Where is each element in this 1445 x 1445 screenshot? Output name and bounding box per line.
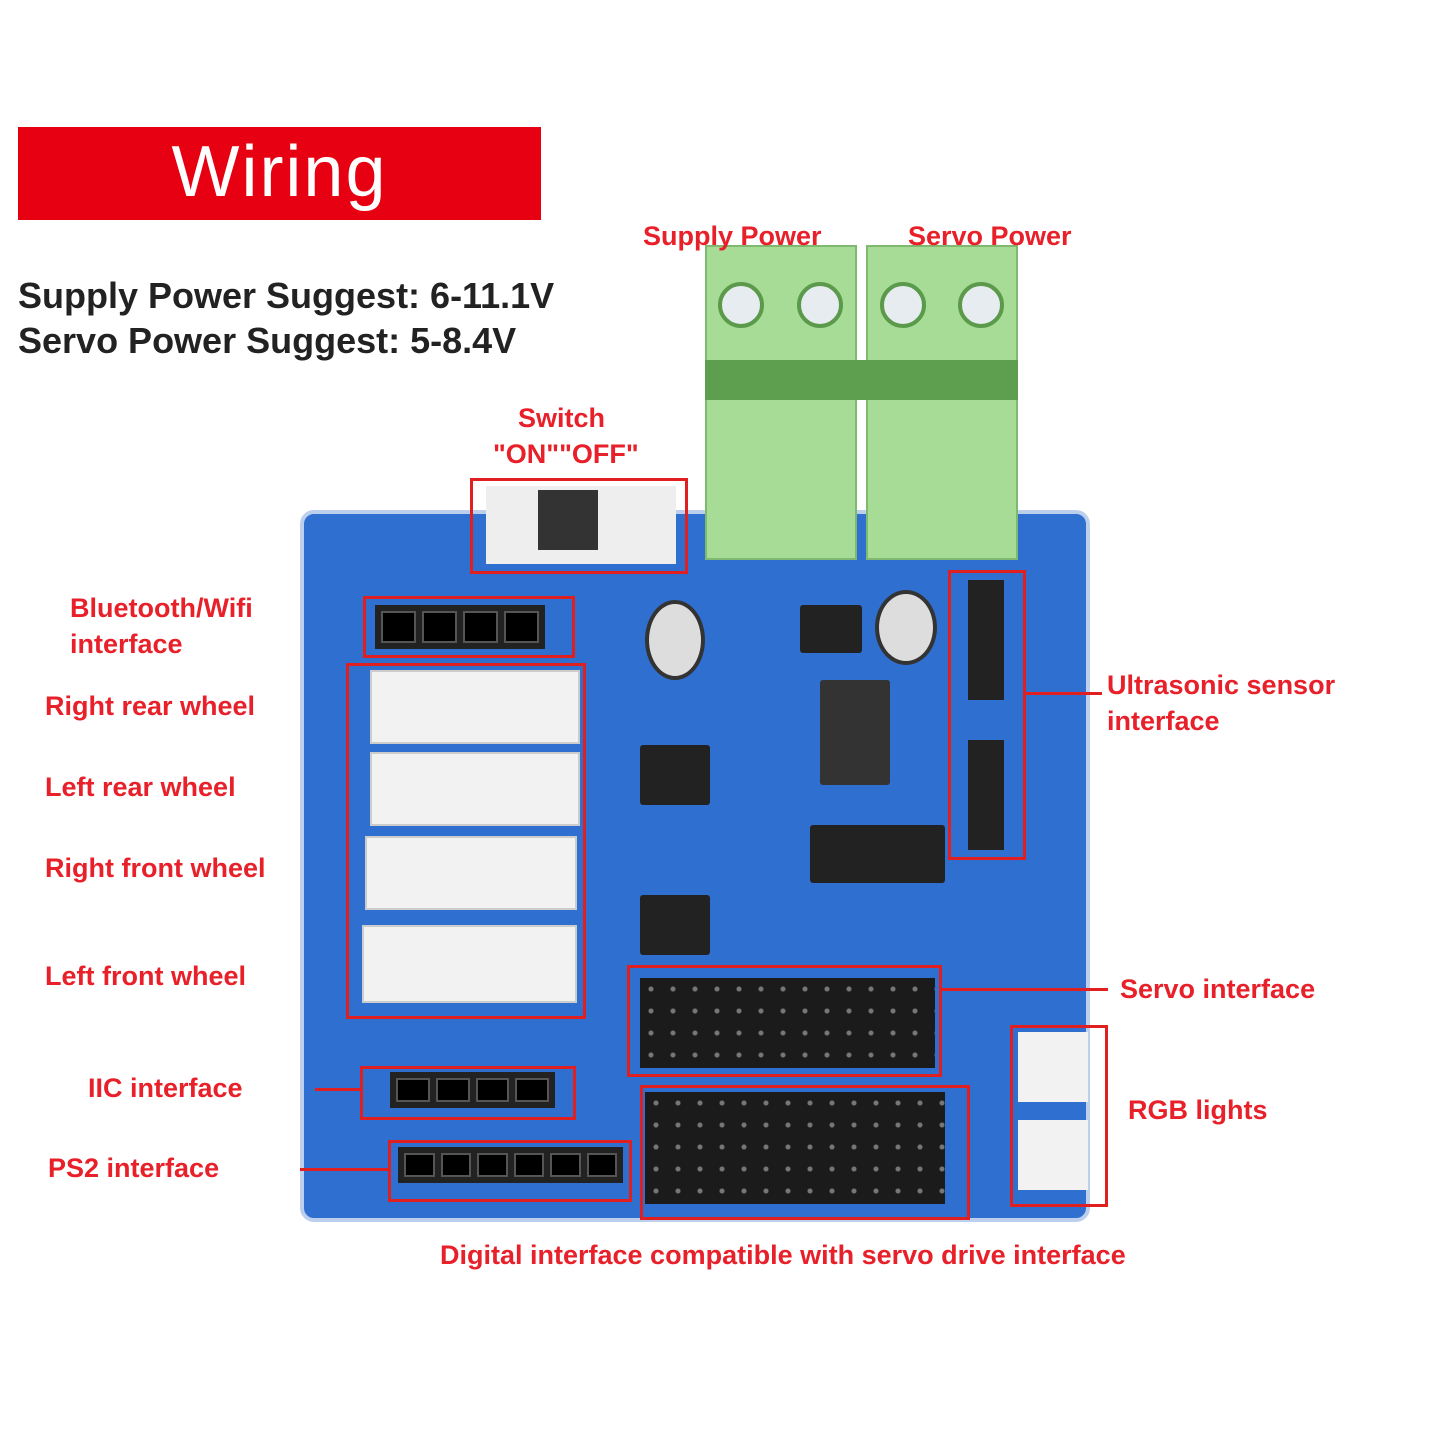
right-front-label: Right front wheel <box>45 853 266 883</box>
screw-icon <box>718 282 764 328</box>
regulator-chip <box>800 605 862 653</box>
leader-line <box>300 1168 388 1171</box>
ultrasonic-label-2: interface <box>1107 706 1220 736</box>
capacitor <box>645 600 705 680</box>
title-banner: Wiring <box>18 127 541 220</box>
supply-power-spec: Supply Power Suggest: 6-11.1V <box>18 275 555 316</box>
bluetooth-label-2: interface <box>70 629 183 659</box>
bluetooth-header <box>375 605 545 649</box>
ultrasonic-header <box>968 580 1004 700</box>
iic-header <box>390 1072 555 1108</box>
rgb-led <box>1018 1032 1088 1102</box>
servo-interface-label: Servo interface <box>1120 974 1316 1004</box>
ps2-highlight <box>388 1140 632 1202</box>
screw-icon <box>880 282 926 328</box>
capacitor <box>875 590 937 665</box>
servo-header <box>640 978 935 1068</box>
terminal-band <box>705 360 1018 400</box>
servo-highlight <box>627 965 942 1077</box>
right-rear-label: Right rear wheel <box>45 691 256 721</box>
driver-chip <box>640 895 710 955</box>
leader-line <box>1026 692 1102 695</box>
digital-highlight <box>640 1085 970 1220</box>
ultrasonic-header <box>968 740 1004 850</box>
controller-chip <box>810 825 945 883</box>
wheel-highlight <box>346 663 586 1019</box>
servo-power-label: Servo Power <box>908 221 1072 251</box>
servo-power-spec: Servo Power Suggest: 5-8.4V <box>18 320 517 361</box>
left-front-connector <box>362 925 577 1003</box>
screw-icon <box>958 282 1004 328</box>
inductor <box>820 680 890 785</box>
supply-power-label: Supply Power <box>643 221 822 251</box>
ultrasonic-label: Ultrasonic sensor <box>1107 670 1336 700</box>
switch-highlight <box>470 478 688 574</box>
rgb-led <box>1018 1120 1088 1190</box>
left-rear-connector <box>370 752 580 826</box>
screw-icon <box>797 282 843 328</box>
rgb-label: RGB lights <box>1128 1095 1268 1125</box>
ps2-label: PS2 interface <box>48 1153 220 1183</box>
leader-line <box>942 988 1108 991</box>
rgb-highlight <box>1010 1025 1108 1207</box>
ultrasonic-highlight <box>948 570 1026 860</box>
bluetooth-label: Bluetooth/Wifi <box>70 593 253 623</box>
switch-slider <box>538 490 598 550</box>
right-rear-connector <box>370 670 580 744</box>
digital-header <box>645 1092 945 1204</box>
ps2-header <box>398 1147 623 1183</box>
leader-line <box>315 1088 360 1091</box>
right-front-connector <box>365 836 577 910</box>
switch-state-label: "ON""OFF" <box>493 439 639 469</box>
driver-chip <box>640 745 710 805</box>
left-rear-label: Left rear wheel <box>45 772 236 802</box>
iic-label: IIC interface <box>88 1073 243 1103</box>
iic-highlight <box>360 1066 576 1120</box>
switch-label: Switch <box>518 403 606 433</box>
bluetooth-highlight <box>363 596 575 658</box>
left-front-label: Left front wheel <box>45 961 246 991</box>
digital-interface-label: Digital interface compatible with servo … <box>440 1240 1126 1270</box>
